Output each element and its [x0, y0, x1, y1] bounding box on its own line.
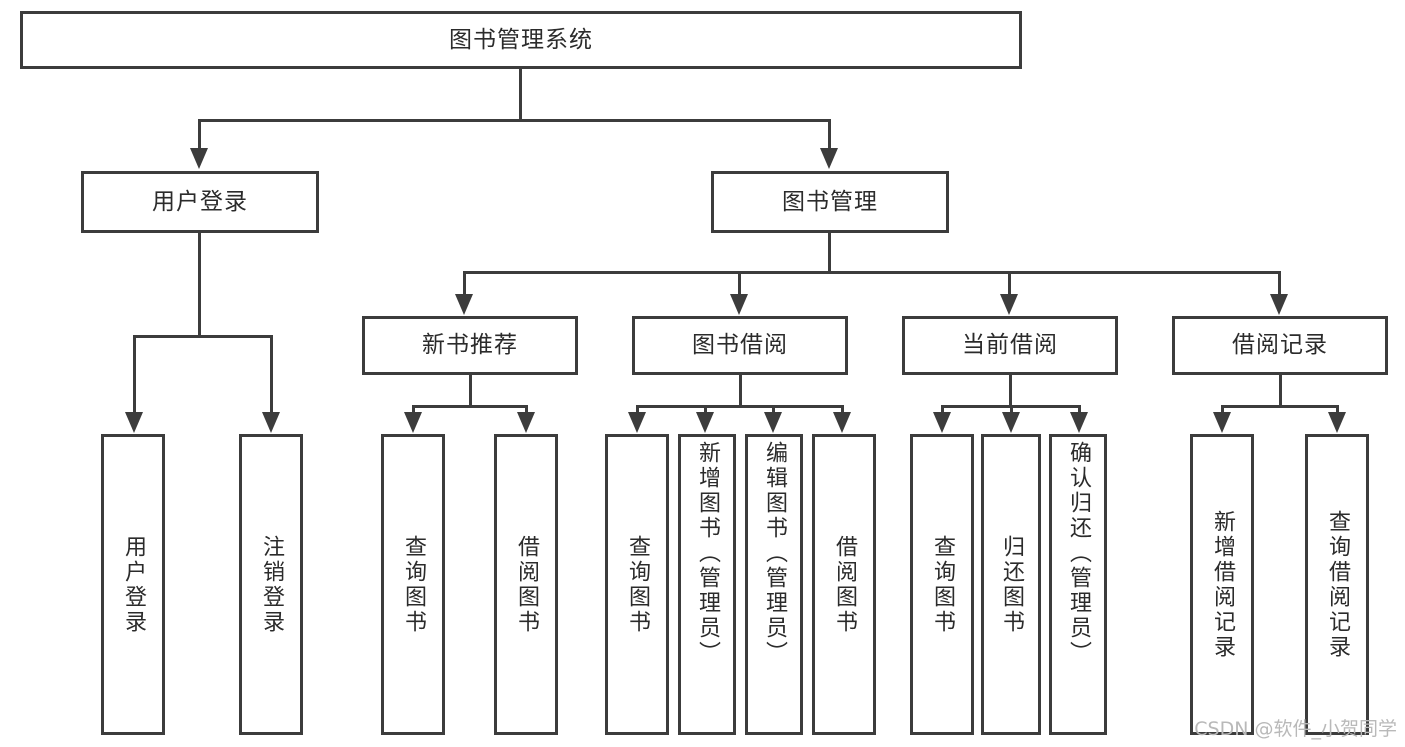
connector-book-mgmt-c2	[738, 271, 741, 297]
connector-current-leaf3	[1078, 405, 1081, 415]
leaf-record-query-record[interactable]: 查询借阅记录	[1305, 434, 1369, 735]
arrowhead-book-mgmt-c2	[730, 294, 748, 315]
arrowhead-borrow-leaf3	[764, 412, 782, 433]
leaf-borrow-query-book[interactable]: 查询图书	[605, 434, 669, 735]
node-root-system[interactable]: 图书管理系统	[20, 11, 1022, 69]
node-label: 查询借阅记录	[1325, 509, 1350, 660]
connector-root-to-book-mgmt	[828, 119, 831, 151]
arrowhead-book-mgmt-c3	[1000, 294, 1018, 315]
connector-recommend-split-bar	[412, 405, 528, 408]
node-user-login[interactable]: 用户登录	[81, 171, 319, 233]
leaf-record-add-record[interactable]: 新增借阅记录	[1190, 434, 1254, 735]
arrowhead-root-to-book-mgmt	[820, 148, 838, 169]
connector-recommend-leaf1	[412, 405, 415, 415]
connector-book-mgmt-stem	[828, 233, 831, 273]
arrowhead-user-login-leaf1	[125, 412, 143, 433]
connector-borrow-stem	[739, 375, 742, 407]
node-label: 借阅记录	[1232, 332, 1328, 359]
node-book-borrow[interactable]: 图书借阅	[632, 316, 848, 375]
connector-recommend-leaf2	[525, 405, 528, 415]
connector-recommend-stem	[469, 375, 472, 407]
leaf-current-query-book[interactable]: 查询图书	[910, 434, 974, 735]
arrowhead-current-leaf2	[1002, 412, 1020, 433]
node-label: 查询图书	[625, 534, 650, 635]
arrowhead-current-leaf3	[1070, 412, 1088, 433]
node-label: 用户登录	[152, 188, 248, 215]
arrowhead-borrow-leaf2	[696, 412, 714, 433]
node-label: 查询图书	[930, 534, 955, 635]
connector-borrow-leaf2	[704, 405, 707, 415]
leaf-current-confirm-return-admin[interactable]: 确认归还（管理员）	[1049, 434, 1107, 735]
connector-borrow-leaf4	[841, 405, 844, 415]
connector-current-leaf2	[1010, 405, 1013, 415]
node-label: 用户登录	[121, 534, 146, 635]
connector-root-stem	[519, 69, 522, 121]
leaf-borrow-add-book-admin[interactable]: 新增图书（管理员）	[678, 434, 736, 735]
leaf-borrow-borrow-book[interactable]: 借阅图书	[812, 434, 876, 735]
node-label: 借阅图书	[832, 534, 857, 635]
arrowhead-record-leaf2	[1328, 412, 1346, 433]
connector-book-mgmt-c1	[463, 271, 466, 297]
node-label: 新增借阅记录	[1210, 509, 1235, 660]
node-label: 编辑图书（管理员）	[762, 441, 787, 666]
node-label: 注销登录	[259, 534, 284, 635]
node-book-management[interactable]: 图书管理	[711, 171, 949, 233]
leaf-recommend-query-book[interactable]: 查询图书	[381, 434, 445, 735]
arrowhead-record-leaf1	[1213, 412, 1231, 433]
arrowhead-borrow-leaf4	[833, 412, 851, 433]
node-label: 图书借阅	[692, 332, 788, 359]
node-label: 确认归还（管理员）	[1066, 441, 1091, 666]
node-label: 归还图书	[999, 534, 1024, 635]
node-label: 查询图书	[401, 534, 426, 635]
node-current-borrow[interactable]: 当前借阅	[902, 316, 1118, 375]
watermark: CSDN @软件_小贺同学	[1194, 718, 1397, 740]
connector-borrow-leaf1	[636, 405, 639, 415]
node-label: 新书推荐	[422, 332, 518, 359]
connector-book-mgmt-c4	[1278, 271, 1281, 297]
connector-book-mgmt-split-bar	[463, 271, 1281, 274]
arrowhead-borrow-leaf1	[628, 412, 646, 433]
arrowhead-root-to-user-login	[190, 148, 208, 169]
connector-current-leaf1	[941, 405, 944, 415]
node-label: 图书管理	[782, 188, 878, 215]
connector-book-mgmt-c3	[1008, 271, 1011, 297]
arrowhead-current-leaf1	[933, 412, 951, 433]
connector-current-stem	[1009, 375, 1012, 407]
connector-record-leaf1	[1221, 405, 1224, 415]
arrowhead-recommend-leaf2	[517, 412, 535, 433]
node-label: 新增图书（管理员）	[695, 441, 720, 666]
connector-borrow-leaf3	[772, 405, 775, 415]
connector-record-split-bar	[1221, 405, 1339, 408]
connector-user-login-split-bar	[133, 335, 273, 338]
leaf-recommend-borrow-book[interactable]: 借阅图书	[494, 434, 558, 735]
connector-record-leaf2	[1336, 405, 1339, 415]
leaf-user-login[interactable]: 用户登录	[101, 434, 165, 735]
connector-borrow-split-bar	[636, 405, 844, 408]
leaf-borrow-edit-book-admin[interactable]: 编辑图书（管理员）	[745, 434, 803, 735]
connector-record-stem	[1279, 375, 1282, 407]
leaf-logout[interactable]: 注销登录	[239, 434, 303, 735]
connector-user-login-leaf1	[133, 335, 136, 415]
leaf-current-return-book[interactable]: 归还图书	[981, 434, 1041, 735]
connector-user-login-stem	[198, 233, 201, 337]
node-label: 借阅图书	[514, 534, 539, 635]
node-new-book-recommend[interactable]: 新书推荐	[362, 316, 578, 375]
node-label: 图书管理系统	[449, 26, 593, 53]
connector-user-login-leaf2	[270, 335, 273, 415]
arrowhead-book-mgmt-c4	[1270, 294, 1288, 315]
arrowhead-recommend-leaf1	[404, 412, 422, 433]
connector-root-to-user-login	[198, 119, 201, 151]
arrowhead-book-mgmt-c1	[455, 294, 473, 315]
arrowhead-user-login-leaf2	[262, 412, 280, 433]
node-borrow-record[interactable]: 借阅记录	[1172, 316, 1388, 375]
node-label: 当前借阅	[962, 332, 1058, 359]
connector-root-split-bar	[198, 119, 831, 122]
